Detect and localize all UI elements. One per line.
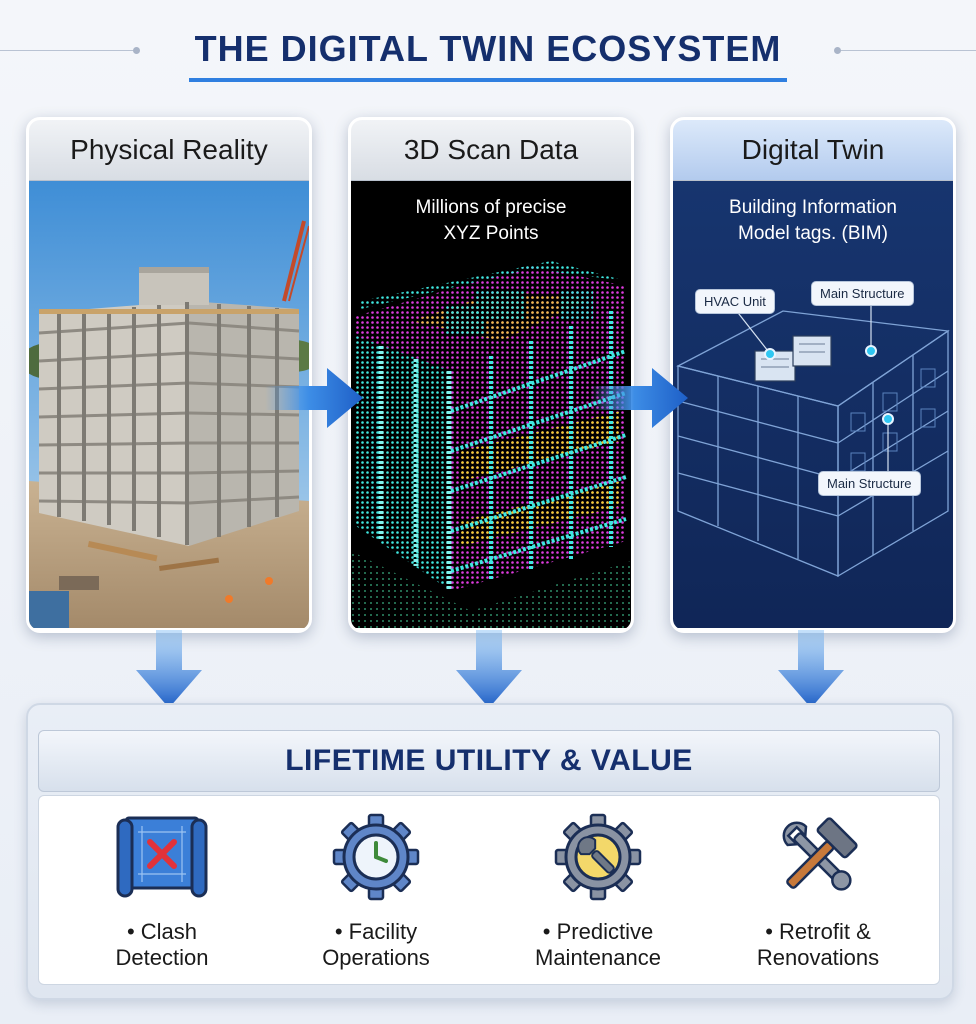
arrow-right-icon xyxy=(265,368,363,428)
arrow-down-icon xyxy=(136,630,202,708)
panel-3d-scan-data: 3D Scan Data xyxy=(348,117,634,633)
page-title: THE DIGITAL TWIN ECOSYSTEM xyxy=(188,28,788,82)
point-cloud-view: Millions of precise XYZ Points xyxy=(351,181,631,628)
panel-heading: Physical Reality xyxy=(29,120,309,181)
panel-heading: 3D Scan Data xyxy=(351,120,631,181)
arrow-right-icon xyxy=(590,368,688,428)
gear-clock-icon xyxy=(332,813,420,901)
utility-label: • Facility Operations xyxy=(322,919,430,970)
title-deco-dot-left xyxy=(133,47,140,54)
lifetime-value-heading: LIFETIME UTILITY & VALUE xyxy=(38,730,940,792)
title-deco-dot-right xyxy=(834,47,841,54)
panel-digital-twin: Digital Twin xyxy=(670,117,956,633)
hammer-wrench-icon xyxy=(782,817,858,891)
utility-facility-operations: • Facility Operations xyxy=(276,812,476,971)
scan-caption: Millions of precise XYZ Points xyxy=(415,197,567,244)
gear-wrench-icon xyxy=(554,813,642,901)
title-deco-left xyxy=(0,50,138,51)
utility-label: • Predictive Maintenance xyxy=(535,919,661,970)
arrow-down-icon xyxy=(778,630,844,708)
bim-tag-main-structure: Main Structure xyxy=(818,471,921,496)
utility-label: • Retrofit & Renovations xyxy=(756,919,880,970)
utility-predictive-maintenance: • Predictive Maintenance xyxy=(498,812,698,971)
construction-site-photo xyxy=(29,181,309,628)
title-deco-right xyxy=(838,50,976,51)
bim-model-view: Building Information Model tags. (BIM) H… xyxy=(673,181,953,628)
utility-label: • Clash Detection xyxy=(115,919,209,970)
utility-retrofit-renovations: • Retrofit & Renovations xyxy=(718,812,918,971)
arrow-down-icon xyxy=(456,630,522,708)
twin-caption: Building Information Model tags. (BIM) xyxy=(729,197,897,244)
blueprint-clash-icon xyxy=(116,816,208,898)
utility-clash-detection: • Clash Detection xyxy=(62,812,262,971)
bim-tag-main-structure: Main Structure xyxy=(811,281,914,306)
bim-tag-hvac: HVAC Unit xyxy=(695,289,775,314)
panel-heading: Digital Twin xyxy=(673,120,953,181)
